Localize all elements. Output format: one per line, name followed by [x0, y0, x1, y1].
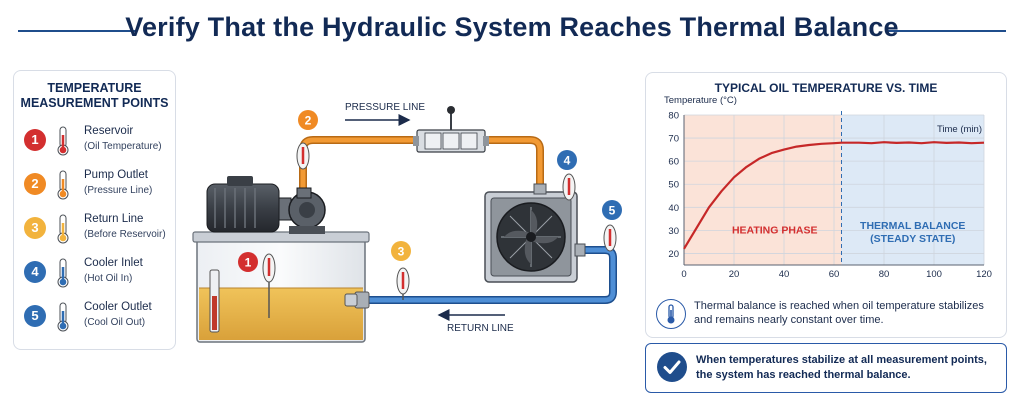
- thermometer-icon: [57, 170, 69, 200]
- thermometer-icon: [57, 126, 69, 156]
- point-sublabel: (Cool Oil Out): [84, 317, 146, 328]
- conclusion-box: When temperatures stabilize at all measu…: [645, 343, 1007, 393]
- point-label: Pump Outlet: [84, 169, 148, 181]
- chart-note: Thermal balance is reached when oil temp…: [694, 299, 984, 327]
- y-tick-label: 20: [668, 249, 679, 260]
- badge-4: 4: [557, 150, 577, 170]
- svg-text:5: 5: [609, 204, 616, 218]
- measurement-point-2: 2 Pump Outlet (Pressure Line): [24, 167, 174, 207]
- temperature-chart-panel: TYPICAL OIL TEMPERATURE VS. TIME 20 30 40 5…: [645, 72, 1007, 338]
- thermal-balance-label: THERMAL BALANCE: [860, 220, 965, 232]
- pressure-line-label: PRESSURE LINE: [345, 102, 425, 113]
- checkmark-icon: [657, 352, 687, 382]
- y-tick-label: 80: [668, 111, 679, 122]
- x-tick-label: 0: [681, 269, 686, 280]
- y-axis-label: Temperature (°C): [664, 95, 737, 106]
- x-tick-label: 80: [879, 269, 890, 280]
- badge-3: 3: [391, 241, 411, 261]
- svg-text:4: 4: [564, 154, 571, 168]
- conclusion-text: When temperatures stabilize at all measu…: [696, 353, 987, 382]
- point-badge: 5: [24, 305, 46, 327]
- chart-note-line1: Thermal balance is reached when oil temp…: [694, 300, 984, 312]
- directional-valve: [413, 106, 489, 153]
- point-label: Cooler Outlet: [84, 301, 152, 313]
- measurement-points-title-line2: MEASUREMENT POINTS: [20, 96, 169, 110]
- point-badge: 1: [24, 129, 46, 151]
- y-tick-label: 30: [668, 226, 679, 237]
- probe-2: [296, 142, 310, 170]
- point-sublabel: (Hot Oil In): [84, 273, 133, 284]
- x-tick-label: 100: [926, 269, 942, 280]
- x-tick-label: 120: [976, 269, 992, 280]
- hydraulic-pump: [288, 187, 326, 234]
- y-tick-label: 40: [668, 203, 679, 214]
- badge-1: 1: [238, 252, 258, 272]
- thermometer-icon: [57, 214, 69, 244]
- measurement-point-1: 1 Reservoir (Oil Temperature): [24, 123, 174, 163]
- svg-text:3: 3: [398, 245, 405, 259]
- conclusion-line1: When temperatures stabilize at all measu…: [696, 354, 987, 366]
- point-badge: 3: [24, 217, 46, 239]
- y-tick-label: 70: [668, 134, 679, 145]
- oil-cooler: [484, 183, 586, 283]
- probe-4: [562, 173, 576, 201]
- thermal-balance-region: [841, 115, 984, 265]
- electric-motor: [206, 176, 292, 233]
- badge-5: 5: [602, 200, 622, 220]
- x-tick-label: 60: [829, 269, 840, 280]
- conclusion-line2: the system has reached thermal balance.: [696, 368, 911, 381]
- point-badge: 2: [24, 173, 46, 195]
- measurement-point-3: 3 Return Line (Before Reservoir): [24, 211, 174, 251]
- title-rule-right: [888, 30, 1006, 32]
- point-sublabel: (Oil Temperature): [84, 141, 162, 152]
- point-label: Cooler Inlet: [84, 257, 143, 269]
- measurement-points-title: TEMPERATURE MEASUREMENT POINTS: [14, 81, 175, 111]
- probe-1: [262, 253, 276, 318]
- measurement-points-title-line1: TEMPERATURE: [47, 81, 142, 95]
- point-label: Reservoir: [84, 125, 134, 137]
- measurement-point-5: 5 Cooler Outlet (Cool Oil Out): [24, 299, 174, 339]
- return-line-label: RETURN LINE: [447, 323, 514, 334]
- chart-note-line2: and remains nearly constant over time.: [694, 314, 884, 326]
- thermometer-icon: [57, 258, 69, 288]
- chart-title: TYPICAL OIL TEMPERATURE VS. TIME: [714, 81, 938, 95]
- hydraulic-system-diagram: PRESSURE LINE RETURN LINE: [192, 102, 622, 343]
- title-rule-left: [18, 30, 136, 32]
- x-tick-label: 40: [779, 269, 790, 280]
- point-sublabel: (Pressure Line): [84, 185, 153, 196]
- point-badge: 4: [24, 261, 46, 283]
- measurement-point-4: 4 Cooler Inlet (Hot Oil In): [24, 255, 174, 295]
- measurement-points-panel: TEMPERATURE MEASUREMENT POINTS 1 Reservoi…: [13, 70, 176, 350]
- y-tick-label: 50: [668, 180, 679, 191]
- x-tick-label: 20: [729, 269, 740, 280]
- thermometer-note-icon: [656, 299, 686, 329]
- probe-3: [396, 267, 410, 300]
- heating-phase-region: [684, 115, 842, 265]
- steady-state-label: (STEADY STATE): [870, 233, 955, 245]
- point-sublabel: (Before Reservoir): [84, 229, 166, 240]
- probe-5: [603, 224, 617, 252]
- heating-phase-label: HEATING PHASE: [732, 224, 818, 236]
- x-axis-label: Time (min): [937, 124, 982, 135]
- svg-text:2: 2: [305, 114, 312, 128]
- page-title: Verify That the Hydraulic System Reaches…: [125, 12, 899, 42]
- point-label: Return Line: [84, 213, 144, 225]
- svg-text:1: 1: [245, 256, 252, 270]
- thermometer-icon: [57, 302, 69, 332]
- temperature-series-line: [683, 141, 985, 250]
- title-row: Verify That the Hydraulic System Reaches…: [0, 8, 1024, 52]
- badge-2: 2: [298, 110, 318, 130]
- reservoir-tank: [192, 231, 370, 343]
- y-tick-label: 60: [668, 157, 679, 168]
